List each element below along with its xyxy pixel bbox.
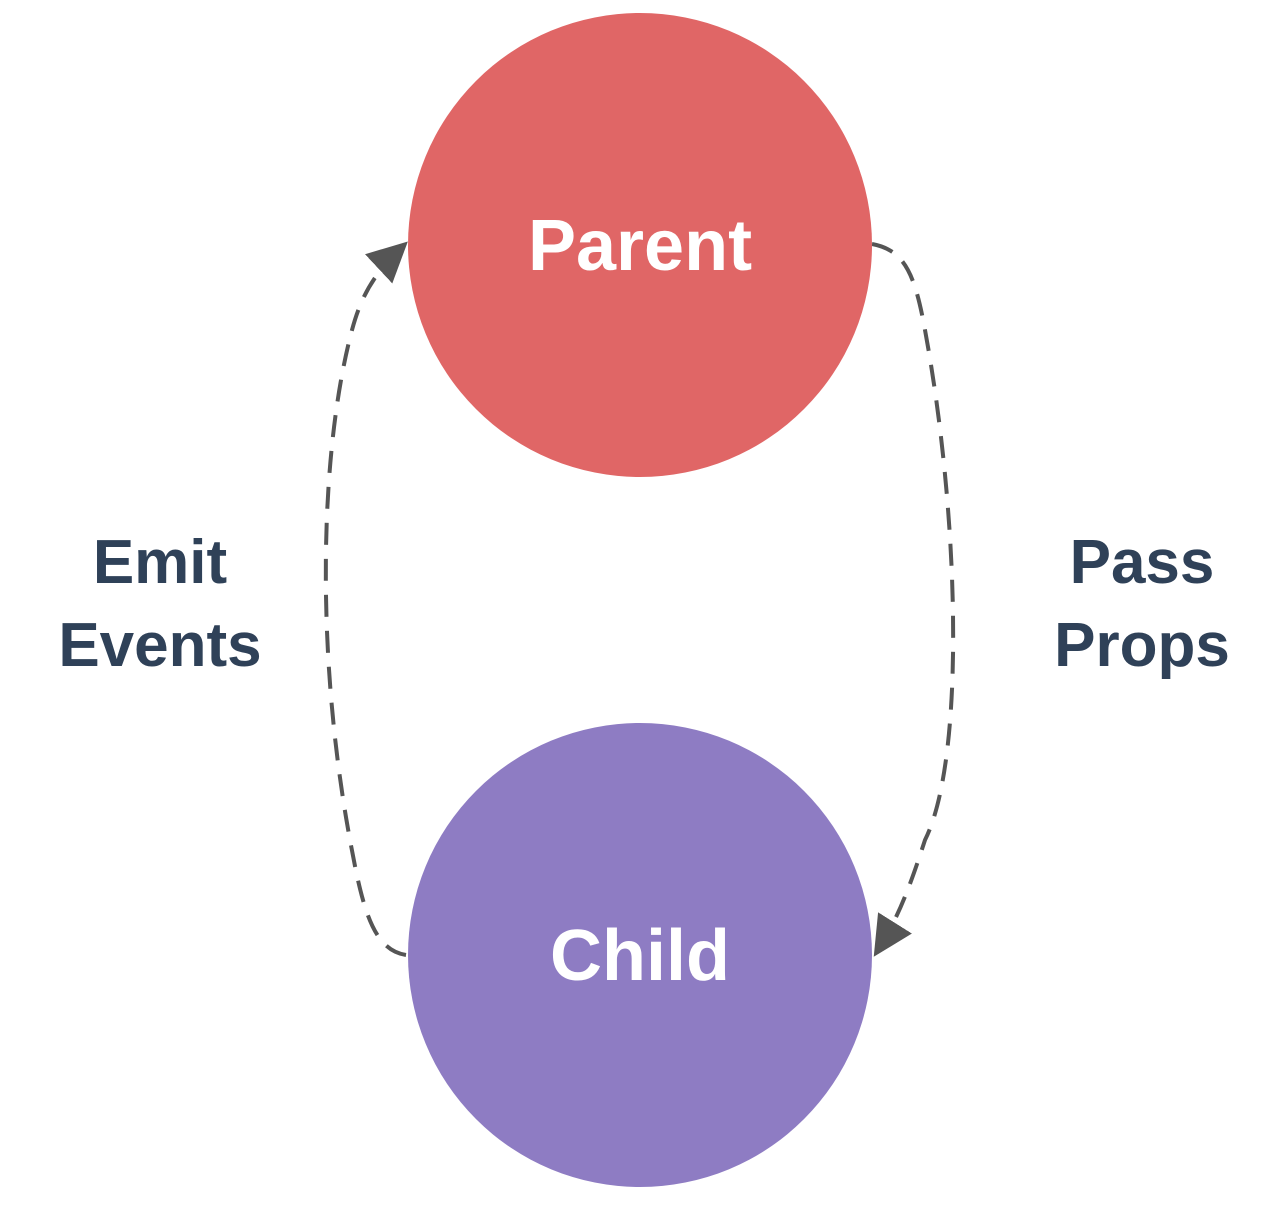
emit-label-line2: Events: [58, 611, 261, 680]
child-node: Child: [408, 723, 872, 1187]
parent-circle: [408, 13, 872, 477]
pass-label-line2: Props: [1054, 611, 1230, 680]
pass-label-line1: Pass: [1070, 528, 1215, 597]
emit-label-line1: Emit: [93, 528, 227, 597]
child-circle: [408, 723, 872, 1187]
emit-events-arrow: [323, 241, 408, 957]
parent-node: Parent: [408, 13, 872, 477]
child-label: Child: [550, 916, 730, 996]
parent-label: Parent: [528, 206, 752, 286]
emit-events-label: Emit Events: [58, 528, 261, 680]
pass-props-arrow: [871, 242, 956, 957]
pass-props-label: Pass Props: [1054, 528, 1230, 680]
